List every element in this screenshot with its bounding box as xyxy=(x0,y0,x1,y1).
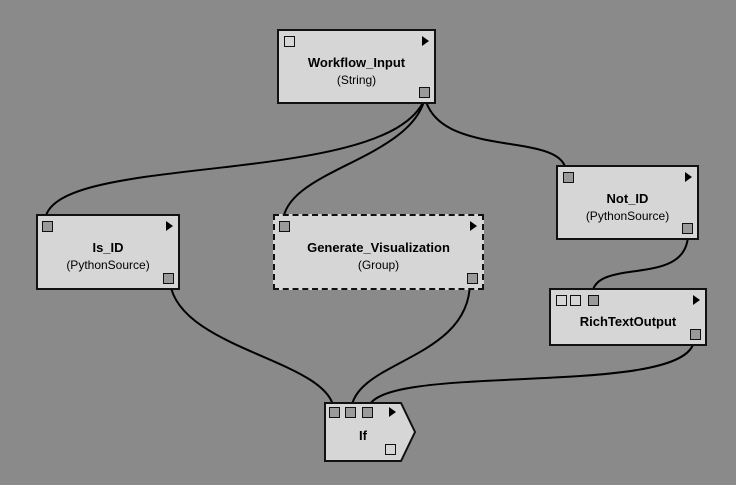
if-module[interactable]: If xyxy=(324,402,416,462)
input-port[interactable] xyxy=(42,221,53,232)
input-port[interactable] xyxy=(329,407,340,418)
input-port[interactable] xyxy=(570,295,581,306)
connection-workflow-input-to-is-id[interactable] xyxy=(44,97,426,223)
play-triangle-icon xyxy=(166,221,173,231)
rich-text-output-module[interactable]: RichTextOutput xyxy=(549,288,707,346)
output-port[interactable] xyxy=(163,273,174,284)
play-triangle-icon xyxy=(470,221,477,231)
output-port[interactable] xyxy=(419,87,430,98)
play-triangle-icon xyxy=(693,295,700,305)
module-type: (String) xyxy=(336,73,377,87)
not-id-module[interactable]: Not_ID (PythonSource) xyxy=(556,165,699,240)
connection-workflow-input-to-generate-visualization[interactable] xyxy=(282,97,426,223)
module-title: RichTextOutput xyxy=(579,314,677,329)
module-type: (Group) xyxy=(357,258,400,272)
play-triangle-icon xyxy=(389,407,396,417)
connection-not-id-to-rich-text-output[interactable] xyxy=(591,231,690,297)
module-title: Not_ID xyxy=(606,191,649,206)
input-port[interactable] xyxy=(556,295,567,306)
play-triangle-icon xyxy=(685,172,692,182)
input-port[interactable] xyxy=(563,172,574,183)
output-port[interactable] xyxy=(385,444,396,455)
module-type: (PythonSource) xyxy=(66,258,150,272)
input-port[interactable] xyxy=(362,407,373,418)
module-title: If xyxy=(359,428,367,443)
output-port[interactable] xyxy=(682,223,693,234)
workflow-input-module[interactable]: Workflow_Input (String) xyxy=(277,29,436,104)
connection-rich-text-output-to-if[interactable] xyxy=(367,339,695,411)
output-port[interactable] xyxy=(690,329,701,340)
module-type: (PythonSource) xyxy=(585,209,670,223)
module-title: Generate_Visualization xyxy=(307,240,450,255)
module-title: Workflow_Input xyxy=(307,55,406,70)
is-id-module[interactable]: Is_ID (PythonSource) xyxy=(36,214,180,290)
connection-workflow-input-to-not-id[interactable] xyxy=(424,97,567,173)
connection-is-id-to-if[interactable] xyxy=(169,282,335,411)
connection-generate-visualization-to-if[interactable] xyxy=(350,281,471,411)
output-port[interactable] xyxy=(467,273,478,284)
generate-visualization-group[interactable]: Generate_Visualization (Group) xyxy=(273,214,484,290)
module-title: Is_ID xyxy=(92,240,124,255)
input-port[interactable] xyxy=(279,221,290,232)
input-port[interactable] xyxy=(345,407,356,418)
input-port[interactable] xyxy=(588,295,599,306)
input-port[interactable] xyxy=(284,36,295,47)
play-triangle-icon xyxy=(422,36,429,46)
